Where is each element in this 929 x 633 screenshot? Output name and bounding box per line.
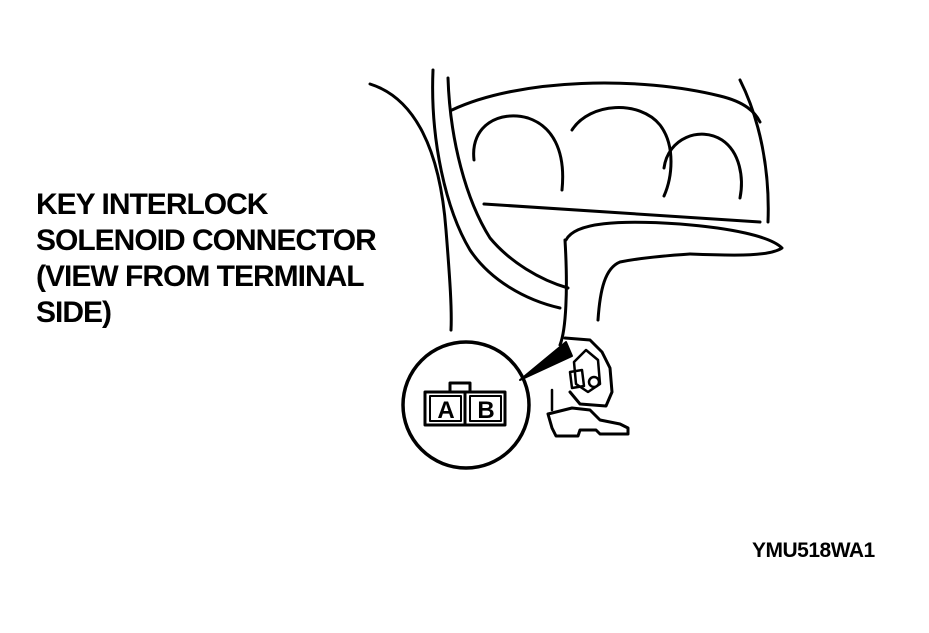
figure-code: YMU518WA1 [752,539,875,562]
solenoid-hole [587,375,601,389]
connector-housing [423,381,507,427]
callout-line-1: KEY INTERLOCK [36,188,268,221]
terminal-a-label: A [437,397,454,424]
center-gauge [570,106,673,198]
column-shroud-lower [558,238,568,347]
callout-line-2: SOLENOID CONNECTOR [36,224,377,257]
cluster-hood [450,81,762,124]
solenoid-bracket [563,336,614,408]
right-gauge [662,132,743,200]
solenoid-tab [568,368,586,390]
column-shroud-top [564,220,784,257]
connector-callout-circle [401,340,531,470]
terminal-b-label: B [477,397,494,424]
connector-callout-label: KEY INTERLOCK SOLENOID CONNECTOR (VIEW F… [36,187,436,331]
pillar-outline [368,82,453,332]
solenoid-body [572,348,602,394]
dash-outer-contour [431,68,562,310]
cluster-bottom-edge [482,202,762,224]
leader-wedge [519,341,573,381]
callout-line-3: (VIEW FROM TERMINAL [36,260,365,293]
lower-bracket [546,406,630,438]
callout-line-4: SIDE) [36,296,112,329]
column-shroud-step [596,252,692,322]
left-gauge [472,114,565,192]
dash-inner-contour [446,76,570,290]
dash-right-edge [738,78,770,224]
